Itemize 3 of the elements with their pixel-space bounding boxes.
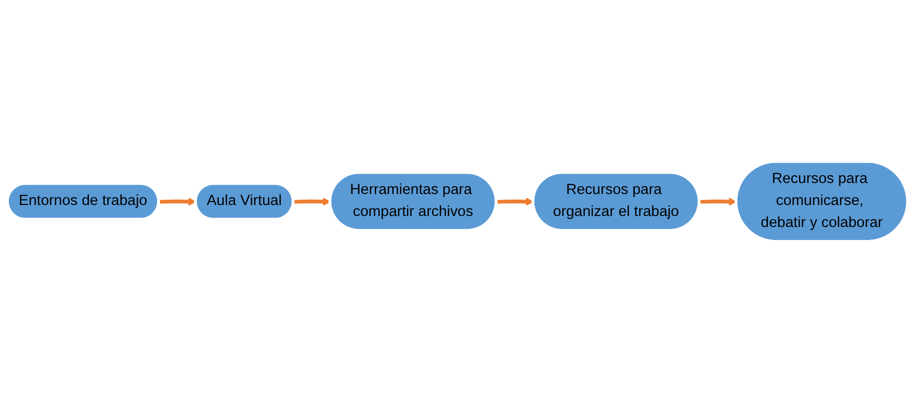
arrow bbox=[159, 197, 196, 206]
arrow bbox=[700, 197, 737, 206]
arrow bbox=[496, 197, 534, 206]
